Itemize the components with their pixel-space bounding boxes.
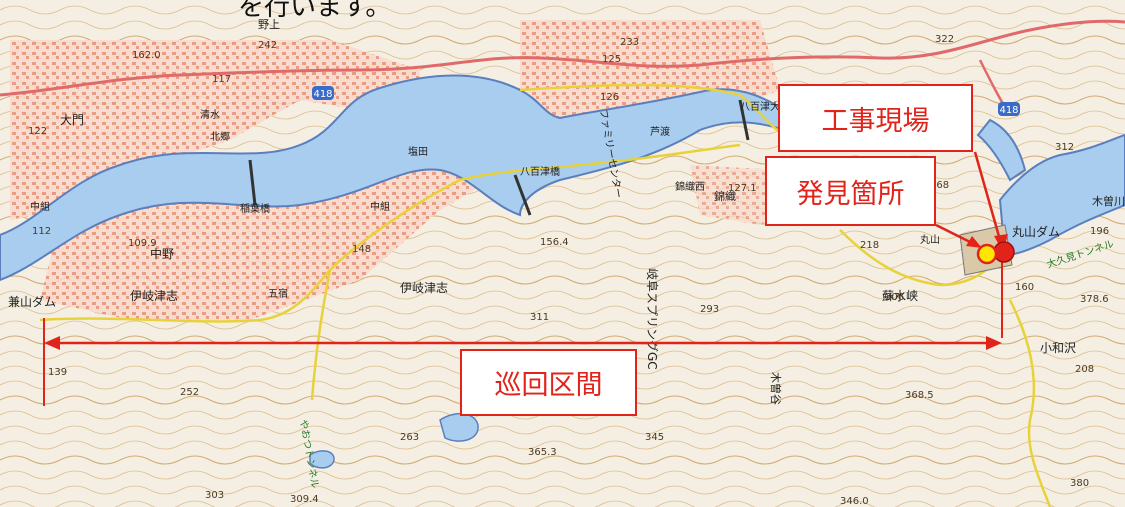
elevation-label: 368.5: [905, 390, 934, 401]
label-shiozaki: 塩田: [408, 145, 428, 158]
yaotsu-ohashi: [738, 99, 750, 141]
elevation-label: 127.1: [728, 183, 757, 194]
label-yaotsu-bridge: 八百津橋: [520, 165, 560, 178]
elevation-label: 380: [1070, 478, 1089, 489]
label-nakagumi-2: 中組: [30, 200, 50, 213]
urban-area-south: [40, 140, 500, 320]
label-kaneyama-dam: 兼山ダム: [8, 294, 56, 309]
elevation-label: 252: [180, 387, 199, 398]
label-nakagumi-1: 中組: [370, 200, 390, 213]
elevation-label: 378.6: [1080, 294, 1109, 305]
label-nishimachi-west: 錦織西: [675, 180, 705, 193]
construction-pointer: [973, 151, 1002, 241]
discovery-point-callout: 発見箇所: [765, 156, 936, 226]
caption-fragment: を行います。: [238, 0, 392, 22]
label-gifu-spring-gc: 岐阜スプリングGC: [645, 268, 659, 370]
elevation-label: 233: [620, 37, 639, 48]
elevation-label: 208: [1075, 364, 1094, 375]
label-maruyama-small: 丸山: [920, 233, 940, 246]
elevation-label: 365.3: [528, 447, 557, 458]
label-sozuikyo: 蘇水峡: [882, 289, 918, 303]
label-kowazawa: 小和沢: [1040, 341, 1076, 355]
label-kiso-river: 木曽川: [1092, 194, 1125, 208]
elevation-label: 117: [212, 74, 231, 85]
elevation-label: 312: [1055, 142, 1074, 153]
elevation-label: 109.9: [128, 238, 157, 249]
river-east: [998, 133, 1125, 257]
svg-text:418: 418: [999, 105, 1018, 116]
label-gojo: 五宿: [268, 287, 288, 300]
elevation-label: 206: [885, 292, 904, 303]
elevation-label: 268: [930, 180, 949, 191]
elevation-label: 162.0: [132, 50, 161, 61]
yellow-road-south-branch: [310, 269, 332, 401]
elevation-label: 293: [700, 304, 719, 315]
elevation-label: 322: [935, 34, 954, 45]
patrol-arrow-right: [986, 336, 1002, 350]
discovery-pointer: [935, 223, 975, 246]
discovery-point-marker: [976, 243, 998, 265]
national-route-418: [0, 19, 1125, 97]
elevation-label: 242: [258, 40, 277, 51]
construction-site-callout: 工事現場: [778, 84, 973, 152]
label-kiyazu: 木曽谷: [769, 372, 783, 405]
elevation-label: 112: [32, 226, 51, 237]
route-shield-1: 418: [312, 86, 334, 100]
elevation-label: 345: [645, 432, 664, 443]
elevation-label: 156.4: [540, 237, 569, 248]
elevation-label: 125: [602, 54, 621, 65]
label-inaba-bridge: 稲葉橋: [240, 202, 270, 215]
label-hongo: 北郷: [210, 131, 230, 143]
elevation-label: 311: [530, 312, 549, 323]
label-ashido: 芦渡: [650, 125, 670, 138]
elevation-label: 263: [400, 432, 419, 443]
elevation-label: 346.0: [840, 496, 869, 507]
label-ibitsushi-2: 伊岐津志: [400, 281, 448, 295]
label-sugawara: 清水: [200, 108, 220, 121]
elevation-label: 148: [352, 244, 371, 255]
elevation-label: 160: [1015, 282, 1034, 293]
elevation-label: 126: [600, 92, 619, 103]
label-ohmon: 大門: [60, 113, 84, 127]
elevation-label: 218: [860, 240, 879, 251]
patrol-arrow-left: [44, 336, 60, 350]
discovery-pointer-head: [966, 236, 982, 248]
yellow-road-east: [1008, 299, 1052, 507]
reservoir-pond-1: [439, 413, 479, 442]
elevation-label: 309.4: [290, 494, 319, 505]
elevation-label: 122: [28, 126, 47, 137]
label-maruyama-dam: 丸山ダム: [1012, 224, 1060, 239]
elevation-label: 303: [205, 490, 224, 501]
label-nakano: 中野: [150, 246, 174, 261]
yellow-road-south: [39, 143, 741, 323]
label-nodaue: 野上: [258, 18, 280, 31]
river-northeast: [976, 118, 1027, 182]
label-ibitsushi-1: 伊岐津志: [130, 289, 178, 303]
elevation-label: 196: [1090, 226, 1109, 237]
label-yaotsu-ohashi: 八百津大橋: [740, 100, 790, 113]
label-nishimachi: 錦織: [714, 189, 736, 203]
svg-text:418: 418: [313, 89, 332, 100]
yaotsu-bridge: [513, 174, 532, 216]
yellow-road-north: [519, 83, 801, 147]
inaba-bridge: [248, 159, 257, 206]
route-shield-2: 418: [998, 102, 1020, 116]
reservoir-pond-2: [309, 450, 335, 469]
elevation-label: 139: [48, 367, 67, 378]
patrol-section-callout: 巡回区間: [460, 349, 637, 416]
